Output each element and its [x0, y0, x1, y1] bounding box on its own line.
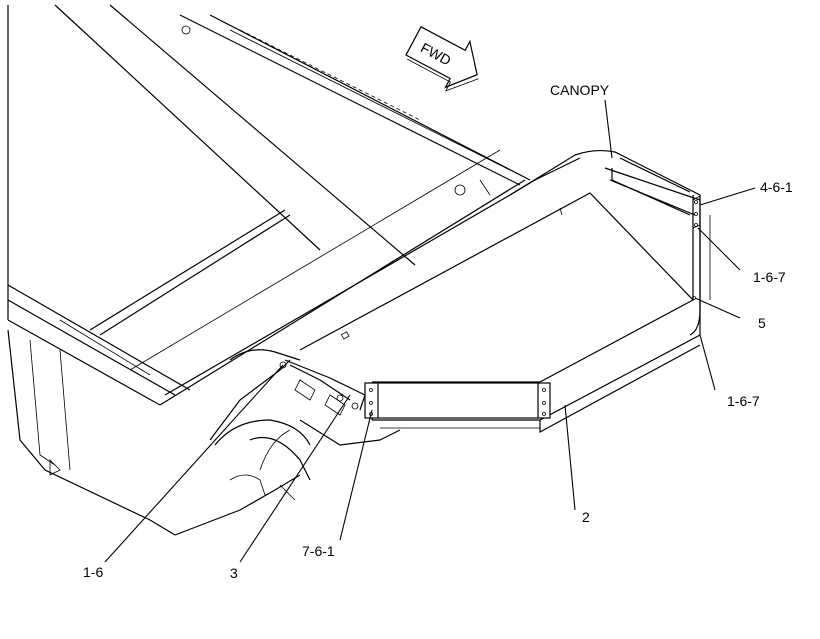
canopy-extension [164, 149, 711, 434]
callout-7-6-1: 7-6-1 [302, 543, 335, 559]
callout-1-6-7-upper: 1-6-7 [753, 269, 786, 285]
cab-body [7, 329, 301, 536]
front-panel [364, 382, 551, 419]
callout-1-6-7-lower: 1-6-7 [727, 393, 760, 409]
callout-3: 3 [230, 565, 238, 581]
callout-2: 2 [582, 509, 590, 525]
bolt-hole [454, 184, 466, 196]
callout-4-6-1: 4-6-1 [760, 179, 793, 195]
mount-bracket [209, 349, 401, 501]
roof-structure [7, 4, 531, 406]
forward-arrow: FWD [405, 25, 479, 92]
forward-arrow-icon [405, 25, 478, 89]
callout-5: 5 [758, 315, 766, 331]
callout-canopy: CANOPY [550, 82, 610, 98]
leader-lines [104, 99, 756, 563]
callout-1-6: 1-6 [83, 564, 103, 580]
bolt-hole [181, 25, 191, 35]
